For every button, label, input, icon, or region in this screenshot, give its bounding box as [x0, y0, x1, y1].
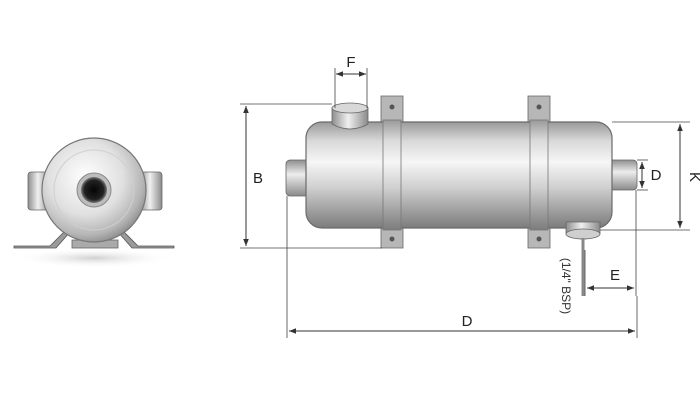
label-f: F: [346, 54, 355, 71]
bottom-port-mouth: [565, 228, 601, 240]
end-view: [13, 137, 175, 268]
end-view-shadow: [14, 248, 174, 268]
exchanger-body: [305, 121, 613, 229]
label-b: B: [253, 170, 263, 187]
dimension-labels: F B D K E D (1/4" BSP): [253, 54, 700, 330]
top-port-mouth: [331, 102, 369, 114]
end-view-left-foot: [13, 229, 71, 249]
end-view-rim: [53, 149, 135, 231]
label-k: K: [686, 172, 700, 182]
label-e: E: [610, 267, 620, 284]
label-d-overall: D: [462, 313, 473, 330]
side-view: [285, 95, 638, 296]
clamp-band-left: [382, 119, 402, 231]
clamp-band-right: [529, 119, 549, 231]
bracket-hole: [536, 236, 542, 242]
top-port: [331, 107, 369, 130]
bracket-hole: [389, 104, 395, 110]
dimension-lines: [240, 68, 690, 338]
label-d-outlet: D: [651, 167, 662, 184]
label-sensor-thread: (1/4" BSP): [559, 258, 573, 314]
bracket-hole: [536, 104, 542, 110]
bracket-hole: [389, 236, 395, 242]
end-view-right-foot: [117, 229, 175, 249]
end-view-port-hole: [81, 177, 107, 203]
